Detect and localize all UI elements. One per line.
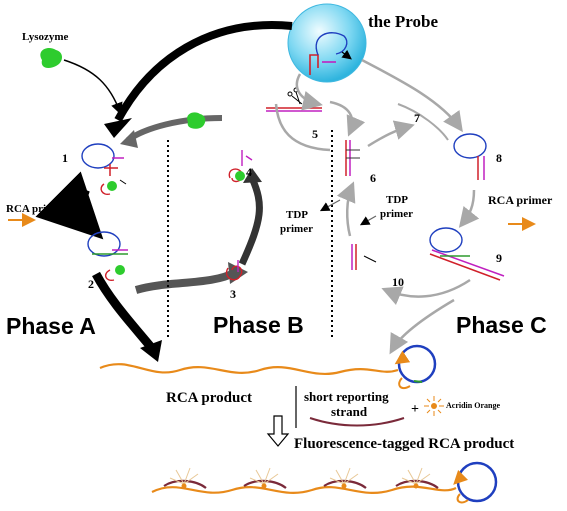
step-9: 9: [496, 251, 502, 265]
lysozyme-label: Lysozyme: [22, 31, 69, 43]
step-1: 1: [62, 151, 68, 165]
step-7: 7: [414, 111, 420, 125]
arrow-phaseA-down: [92, 271, 154, 349]
step-8: 8: [496, 151, 502, 165]
arrow-7-to-8: [397, 103, 449, 141]
rca-primer-right-label: RCA primer: [488, 193, 553, 207]
acridin-orange-icon: [424, 396, 444, 416]
phase-b-label: Phase B: [213, 312, 304, 338]
short-reporting-line1: short reporting: [304, 389, 389, 404]
tdp-arrow-1: [319, 199, 341, 212]
structure-4: [228, 150, 253, 183]
arrow-1-to-2: [35, 171, 104, 240]
arrow-4-to-1: [126, 115, 223, 143]
step-6: 6: [370, 171, 376, 185]
fluorescence-label: Fluorescence-tagged RCA product: [294, 436, 514, 452]
tdp-primer-2-line2: primer: [380, 208, 413, 220]
fluorescence-rays: [169, 467, 431, 485]
acridin-label: Acridin Orange: [446, 401, 500, 410]
structure-1: [81, 143, 127, 196]
structure-2: [87, 231, 128, 282]
phase-c-label: Phase C: [456, 312, 547, 338]
short-reporting-line2: strand: [331, 404, 368, 419]
arrow-8-to-9: [458, 189, 480, 228]
phase-a-label: Phase A: [6, 313, 96, 339]
arrow-b-loop: [274, 103, 331, 152]
tdp-primer-2-line1: TDP: [386, 194, 408, 206]
probe-label: the Probe: [368, 12, 438, 31]
arrow-9-to-10: [381, 278, 471, 305]
fluorescence-circle: [456, 461, 498, 503]
arrow-probe-to-8: [361, 58, 463, 133]
arrow-probe-to-5: [295, 73, 323, 111]
lysozyme-released: [187, 112, 206, 129]
fluorescence-strand: [151, 485, 457, 494]
structure-9: [429, 227, 505, 281]
structure-5: [266, 87, 322, 112]
plus-sign: +: [411, 402, 419, 417]
reporter-strand: [309, 417, 405, 427]
rca-primer-left-label: RCA primer: [6, 203, 65, 215]
tdp-primer-1-line1: TDP: [286, 209, 308, 221]
probe: [287, 3, 367, 83]
step-5: 5: [312, 127, 318, 141]
arrow-2-to-3: [134, 268, 238, 294]
step-3: 3: [230, 287, 236, 301]
structure-3: [225, 260, 243, 281]
arrow-phaseC-down: [389, 298, 455, 355]
arrow-5-to-6: [329, 100, 366, 137]
tdp-primer-1-line2: primer: [280, 223, 313, 235]
down-arrow-icon: [266, 415, 290, 447]
lysozyme-blob: [40, 48, 62, 68]
arrow-6-to-7: [367, 120, 415, 148]
structure-10: [351, 244, 377, 270]
structure-6: [345, 140, 360, 176]
rca-product-strand: [99, 363, 399, 376]
lysozyme-arrow: [63, 59, 123, 115]
arrow-10-to-6: [336, 181, 356, 237]
step-10: 10: [392, 275, 404, 289]
step-4: 4: [246, 165, 252, 179]
rca-product-label: RCA product: [166, 390, 252, 406]
step-2: 2: [88, 277, 94, 291]
arrow-3-to-4: [238, 176, 263, 266]
cycle-top-arc: [114, 21, 293, 122]
structure-8: [453, 133, 487, 180]
rca-product-circle: [397, 344, 437, 384]
tdp-arrow-2: [359, 215, 377, 226]
